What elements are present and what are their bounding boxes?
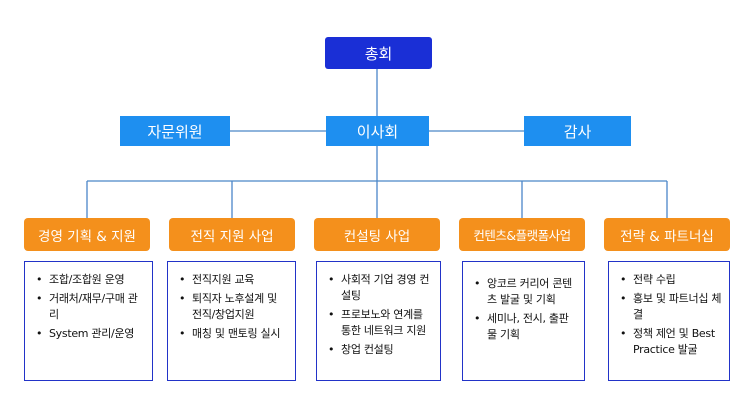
detail-item: 창업 컨설팅 bbox=[328, 342, 434, 358]
dept-strategy-box: 전략 & 파트너십 bbox=[604, 218, 730, 251]
audit-box: 감사 bbox=[524, 116, 631, 146]
detail-item: 프로보노와 연계를 통한 네트워크 지원 bbox=[328, 307, 434, 339]
dept-content-platform-details: 앙코르 커리어 콘텐츠 발굴 및 기획 세미나, 전시, 출판물 기획 bbox=[462, 261, 585, 381]
dept-management-box: 경영 기획 & 지원 bbox=[24, 218, 150, 251]
dept-strategy-details: 전략 수립 홍보 및 파트너십 체결 정책 제언 및 Best Practice… bbox=[608, 261, 730, 381]
assembly-box: 총회 bbox=[325, 37, 432, 69]
detail-item: 세미나, 전시, 출판물 기획 bbox=[474, 311, 578, 343]
advisory-box: 자문위원 bbox=[120, 116, 230, 146]
detail-item: 사회적 기업 경영 컨설팅 bbox=[328, 272, 434, 304]
detail-item: 매칭 및 맨토링 실시 bbox=[179, 326, 289, 342]
dept-content-platform-box: 컨텐츠&플랫폼사업 bbox=[459, 218, 585, 251]
dept-management-details: 조합/조합원 운영 거래처/재무/구매 관리 System 관리/운영 bbox=[24, 261, 153, 381]
detail-item: 퇴직자 노후설계 및 전직/창업지원 bbox=[179, 291, 289, 323]
dept-career-support-details: 전직지원 교육 퇴직자 노후설계 및 전직/창업지원 매칭 및 맨토링 실시 bbox=[167, 261, 296, 381]
detail-item: 전략 수립 bbox=[620, 272, 723, 288]
detail-item: 전직지원 교육 bbox=[179, 272, 289, 288]
detail-item: 거래처/재무/구매 관리 bbox=[36, 291, 146, 323]
detail-item: 앙코르 커리어 콘텐츠 발굴 및 기획 bbox=[474, 276, 578, 308]
board-box: 이사회 bbox=[326, 116, 429, 146]
detail-item: 정책 제언 및 Best Practice 발굴 bbox=[620, 326, 723, 358]
dept-career-support-box: 전직 지원 사업 bbox=[169, 218, 295, 251]
detail-item: System 관리/운영 bbox=[36, 326, 146, 342]
detail-item: 조합/조합원 운영 bbox=[36, 272, 146, 288]
detail-item: 홍보 및 파트너십 체결 bbox=[620, 291, 723, 323]
dept-consulting-box: 컨설팅 사업 bbox=[314, 218, 440, 251]
dept-consulting-details: 사회적 기업 경영 컨설팅 프로보노와 연계를 통한 네트워크 지원 창업 컨설… bbox=[316, 261, 441, 381]
